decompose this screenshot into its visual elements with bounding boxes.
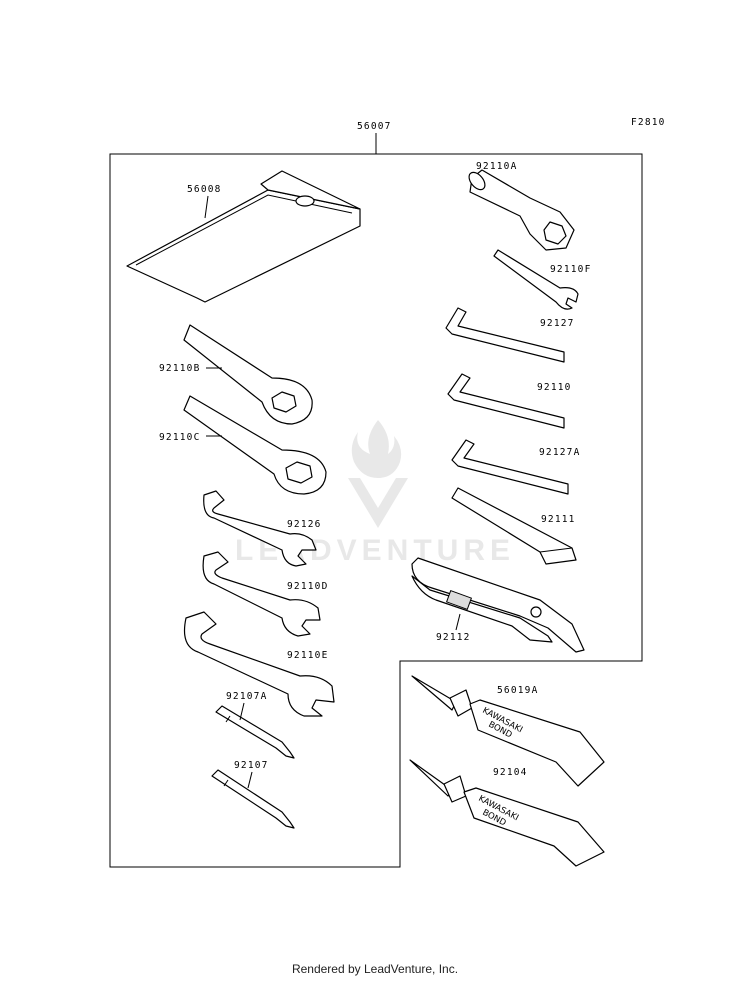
label-92111: 92111 bbox=[541, 514, 576, 525]
open-wrench-92126 bbox=[203, 490, 317, 567]
open-wrench-92110e bbox=[183, 611, 335, 717]
label-92110c: 92110C bbox=[159, 432, 201, 443]
open-wrench-92110d bbox=[202, 551, 321, 637]
label-92110: 92110 bbox=[537, 382, 572, 393]
label-92127a: 92127A bbox=[539, 447, 581, 458]
hex-key-92127 bbox=[445, 307, 565, 363]
label-56008: 56008 bbox=[187, 184, 222, 195]
bond-tube-56019a: KAWASAKI BOND bbox=[411, 675, 605, 787]
label-92110b: 92110B bbox=[159, 363, 201, 374]
pliers bbox=[411, 557, 585, 653]
diagram-code: F2810 bbox=[631, 117, 666, 128]
label-92107: 92107 bbox=[234, 760, 269, 771]
screwdriver-bit-92107a bbox=[215, 705, 295, 759]
label-92127: 92127 bbox=[540, 318, 575, 329]
label-92107a: 92107A bbox=[226, 691, 268, 702]
label-92104: 92104 bbox=[493, 767, 528, 778]
label-92110a: 92110A bbox=[476, 161, 518, 172]
label-56019a: 56019A bbox=[497, 685, 539, 696]
screwdriver-bit-92107 bbox=[211, 769, 295, 829]
hex-key-92127a bbox=[451, 439, 569, 495]
label-92112: 92112 bbox=[436, 632, 471, 643]
label-92110e: 92110E bbox=[287, 650, 329, 661]
ring-wrench-b bbox=[183, 324, 313, 425]
handle-bar bbox=[451, 487, 577, 565]
label-56007: 56007 bbox=[357, 121, 392, 132]
label-92110f: 92110F bbox=[550, 264, 592, 275]
ring-wrench-c bbox=[183, 395, 327, 495]
spark-plug-wrench bbox=[468, 169, 575, 251]
small-wrench-92110f bbox=[493, 249, 579, 310]
kit-outline bbox=[109, 153, 643, 868]
tool-case bbox=[126, 170, 361, 303]
footer-credit: Rendered by LeadVenture, Inc. bbox=[291, 962, 459, 976]
label-92126: 92126 bbox=[287, 519, 322, 530]
label-92110d: 92110D bbox=[287, 581, 329, 592]
hex-key-92110 bbox=[447, 373, 565, 429]
